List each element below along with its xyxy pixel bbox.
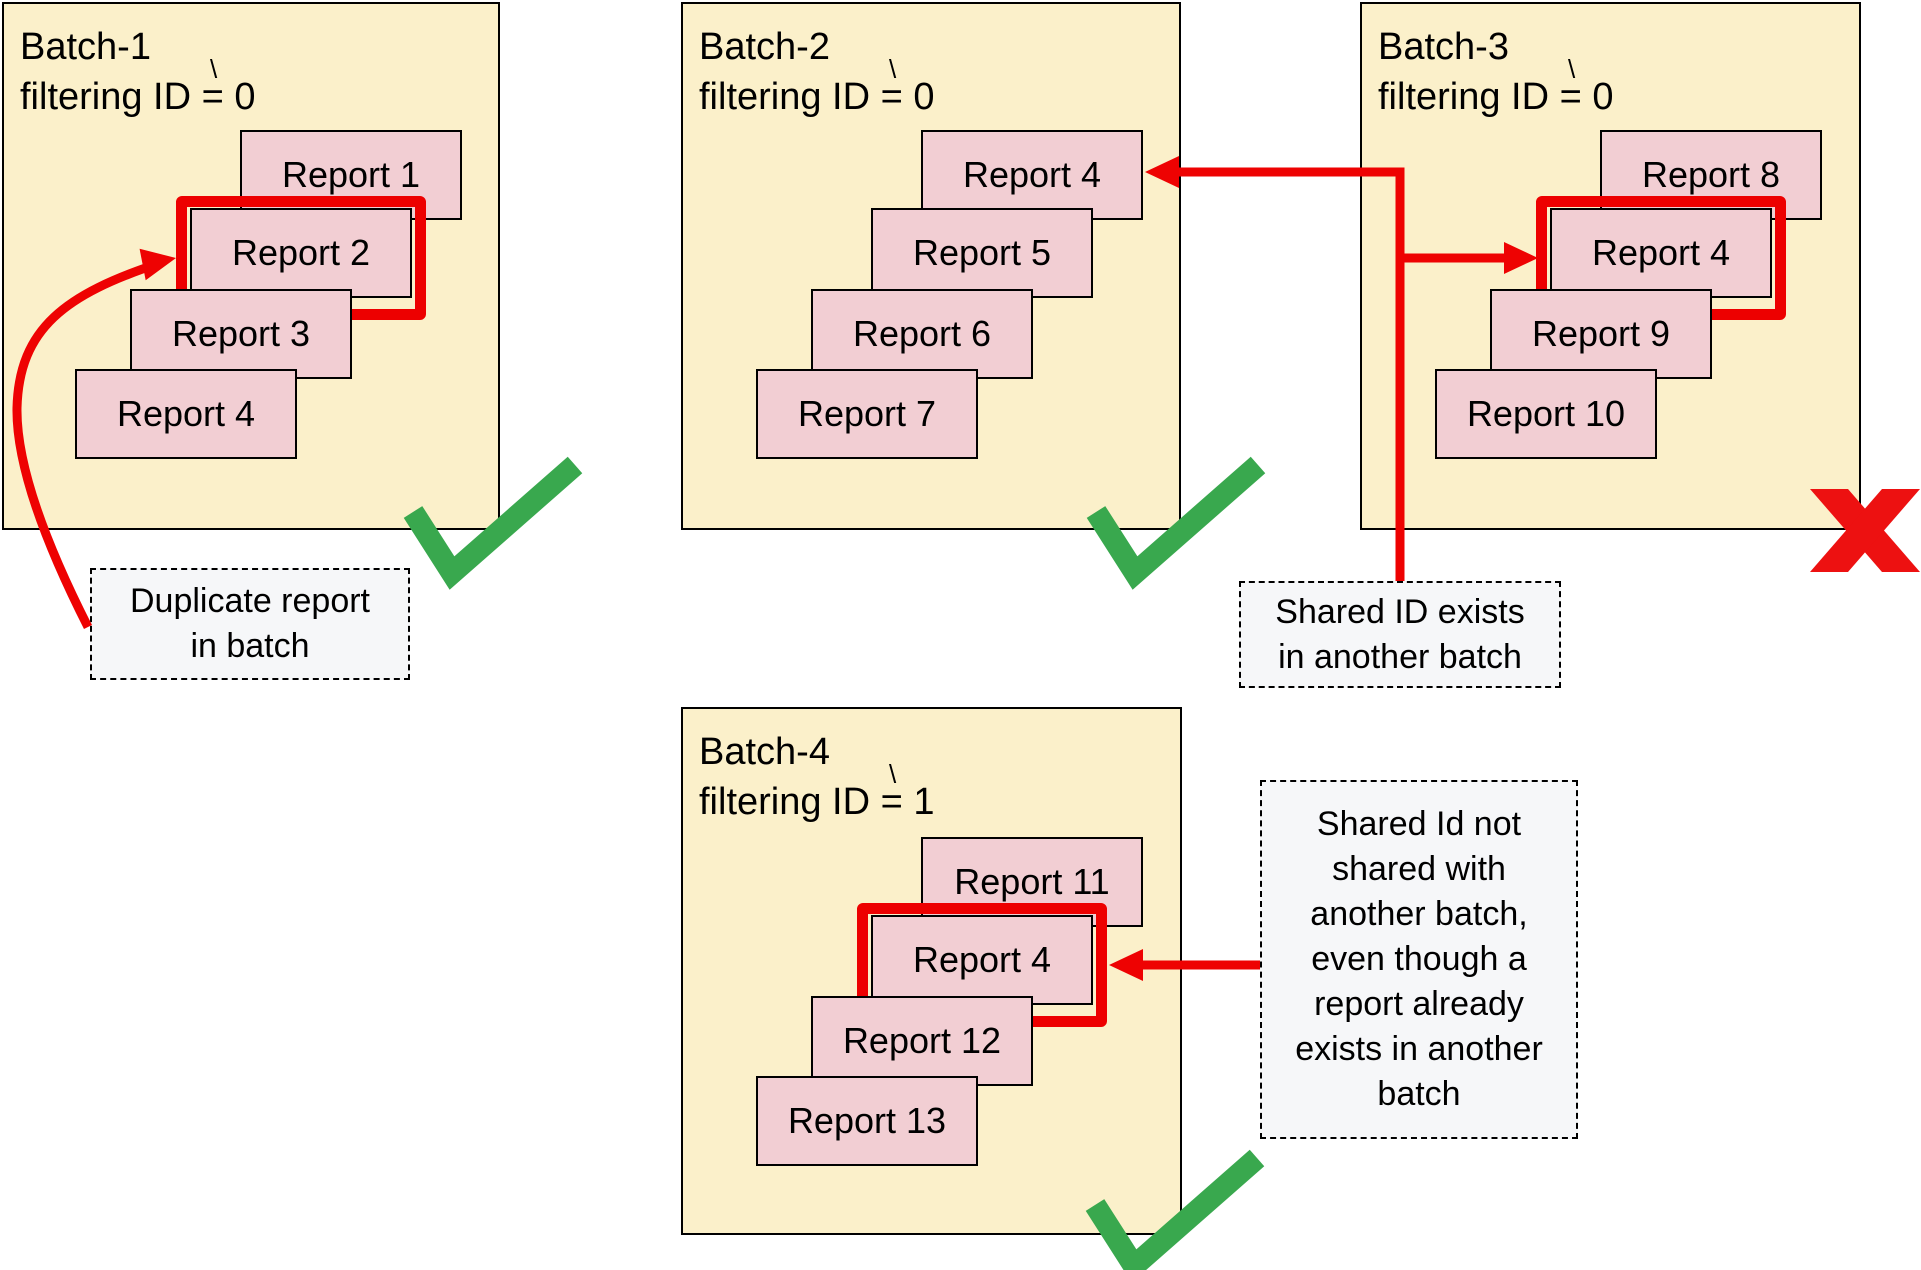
batch-2-title-line2: filtering ID = 0 <box>699 76 935 118</box>
report-label: Report 9 <box>1531 313 1671 354</box>
batch-1-stray-mark: \ <box>210 54 218 84</box>
batch-1-report-card: Report 4 <box>75 369 297 459</box>
batch-1-report-card: Report 2 <box>190 208 412 298</box>
batch-4-title: Batch-4 filtering ID = 1 <box>699 727 935 827</box>
duplicate-note-line: Duplicate report <box>129 582 370 620</box>
not-shared-note-line: another batch, <box>1310 895 1528 933</box>
report-label: Report 4 <box>116 393 256 434</box>
duplicate-note-line: in batch <box>190 627 310 665</box>
batch-4-report-card: Report 13 <box>756 1076 978 1166</box>
batch-2-title: Batch-2 filtering ID = 0 <box>699 22 935 122</box>
batch-1-title-line1: Batch-1 <box>20 26 151 68</box>
report-label: Report 12 <box>842 1020 1002 1061</box>
batch-1-title-line2: filtering ID = 0 <box>20 76 256 118</box>
batch-2-report-card: Report 6 <box>811 289 1033 379</box>
batch-4-title-line1: Batch-4 <box>699 731 830 773</box>
report-label: Report 7 <box>797 393 937 434</box>
report-label: Report 6 <box>852 313 992 354</box>
batch-4-title-line2: filtering ID = 1 <box>699 781 935 823</box>
report-label: Report 2 <box>231 232 371 273</box>
batch-3-title: Batch-3 filtering ID = 0 <box>1378 22 1614 122</box>
not-shared-note-line: batch <box>1377 1075 1461 1113</box>
batch-2-report-card: Report 5 <box>871 208 1093 298</box>
shared-id-note: Shared ID exists in another batch <box>1239 581 1561 688</box>
report-label: Report 4 <box>912 939 1052 980</box>
report-label: Report 5 <box>912 232 1052 273</box>
batch-4-report-card: Report 12 <box>811 996 1033 1086</box>
batch-2-title-line1: Batch-2 <box>699 26 830 68</box>
not-shared-note-line: report already <box>1314 985 1524 1023</box>
shared-id-note-line: Shared ID exists <box>1275 592 1525 631</box>
not-shared-note-line: even though a <box>1311 940 1527 978</box>
batch-4-report-card: Report 4 <box>871 915 1093 1005</box>
batch-3-stray-mark: \ <box>1568 54 1576 84</box>
batch-1-report-card: Report 3 <box>130 289 352 379</box>
not-shared-note: Shared Id not shared with another batch, ev… <box>1260 780 1578 1139</box>
batch-1-title: Batch-1 filtering ID = 0 <box>20 22 256 122</box>
batch-2-report-card: Report 4 <box>921 130 1143 220</box>
batch-2-report-card: Report 7 <box>756 369 978 459</box>
report-label: Report 4 <box>962 154 1102 195</box>
report-label: Report 4 <box>1591 232 1731 273</box>
report-label: Report 13 <box>787 1100 947 1141</box>
report-label: Report 3 <box>171 313 311 354</box>
batch-2-stray-mark: \ <box>889 54 897 84</box>
not-shared-note-line: Shared Id not <box>1316 805 1522 843</box>
not-shared-note-line: exists in another <box>1295 1030 1543 1068</box>
duplicate-note: Duplicate report in batch <box>90 568 410 680</box>
batch-3-report-card: Report 9 <box>1490 289 1712 379</box>
batch-4-stray-mark: \ <box>889 759 897 789</box>
report-label: Report 11 <box>954 861 1110 902</box>
batch-3-title-line1: Batch-3 <box>1378 26 1509 68</box>
batch-3-report-card: Report 4 <box>1550 208 1772 298</box>
report-label: Report 10 <box>1466 393 1626 434</box>
not-shared-note-line: shared with <box>1332 850 1506 888</box>
batch-3-report-card: Report 10 <box>1435 369 1657 459</box>
report-label: Report 8 <box>1641 154 1781 195</box>
batch-3-title-line2: filtering ID = 0 <box>1378 76 1614 118</box>
shared-id-note-line: in another batch <box>1278 637 1522 676</box>
report-label: Report 1 <box>281 154 421 195</box>
